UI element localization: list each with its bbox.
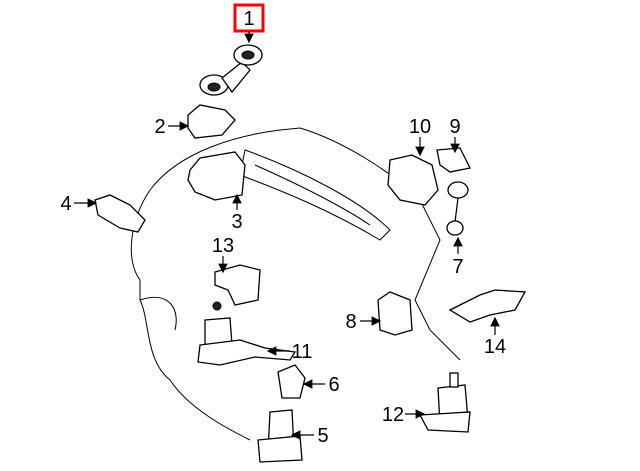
callout-8-label[interactable]: 8 bbox=[345, 311, 356, 333]
part-3-bracket bbox=[187, 151, 246, 201]
callout-11-label[interactable]: 11 bbox=[292, 341, 313, 363]
part-2-bracket bbox=[187, 104, 236, 139]
part-6-bracket bbox=[277, 364, 306, 399]
part-1-mount bbox=[199, 44, 263, 96]
part-7-link bbox=[446, 181, 469, 236]
callout-4-label[interactable]: 4 bbox=[60, 193, 71, 215]
callout-13-label[interactable]: 13 bbox=[212, 235, 234, 257]
part-13-bracket bbox=[214, 264, 261, 306]
part-8-bracket bbox=[377, 291, 413, 336]
part-4-mount bbox=[94, 194, 146, 233]
callout-12-label[interactable]: 12 bbox=[382, 404, 404, 426]
part-11-mount bbox=[197, 301, 297, 366]
part-10-bracket bbox=[387, 154, 439, 206]
callout-10-label[interactable]: 10 bbox=[409, 116, 431, 138]
callout-6-label[interactable]: 6 bbox=[328, 374, 339, 396]
callout-3-label[interactable]: 3 bbox=[231, 211, 242, 233]
part-14-bracket bbox=[448, 289, 527, 323]
callout-5-label[interactable]: 5 bbox=[317, 425, 328, 447]
part-12-mount bbox=[418, 372, 471, 433]
callout-7-label[interactable]: 7 bbox=[452, 256, 463, 278]
callout-9-label[interactable]: 9 bbox=[449, 116, 460, 138]
callout-14-label[interactable]: 14 bbox=[484, 336, 506, 358]
callout-2-label[interactable]: 2 bbox=[154, 116, 165, 138]
part-9-bracket bbox=[436, 147, 471, 173]
callout-1-label[interactable]: 1 bbox=[243, 8, 254, 30]
part-5-mount bbox=[257, 409, 303, 463]
